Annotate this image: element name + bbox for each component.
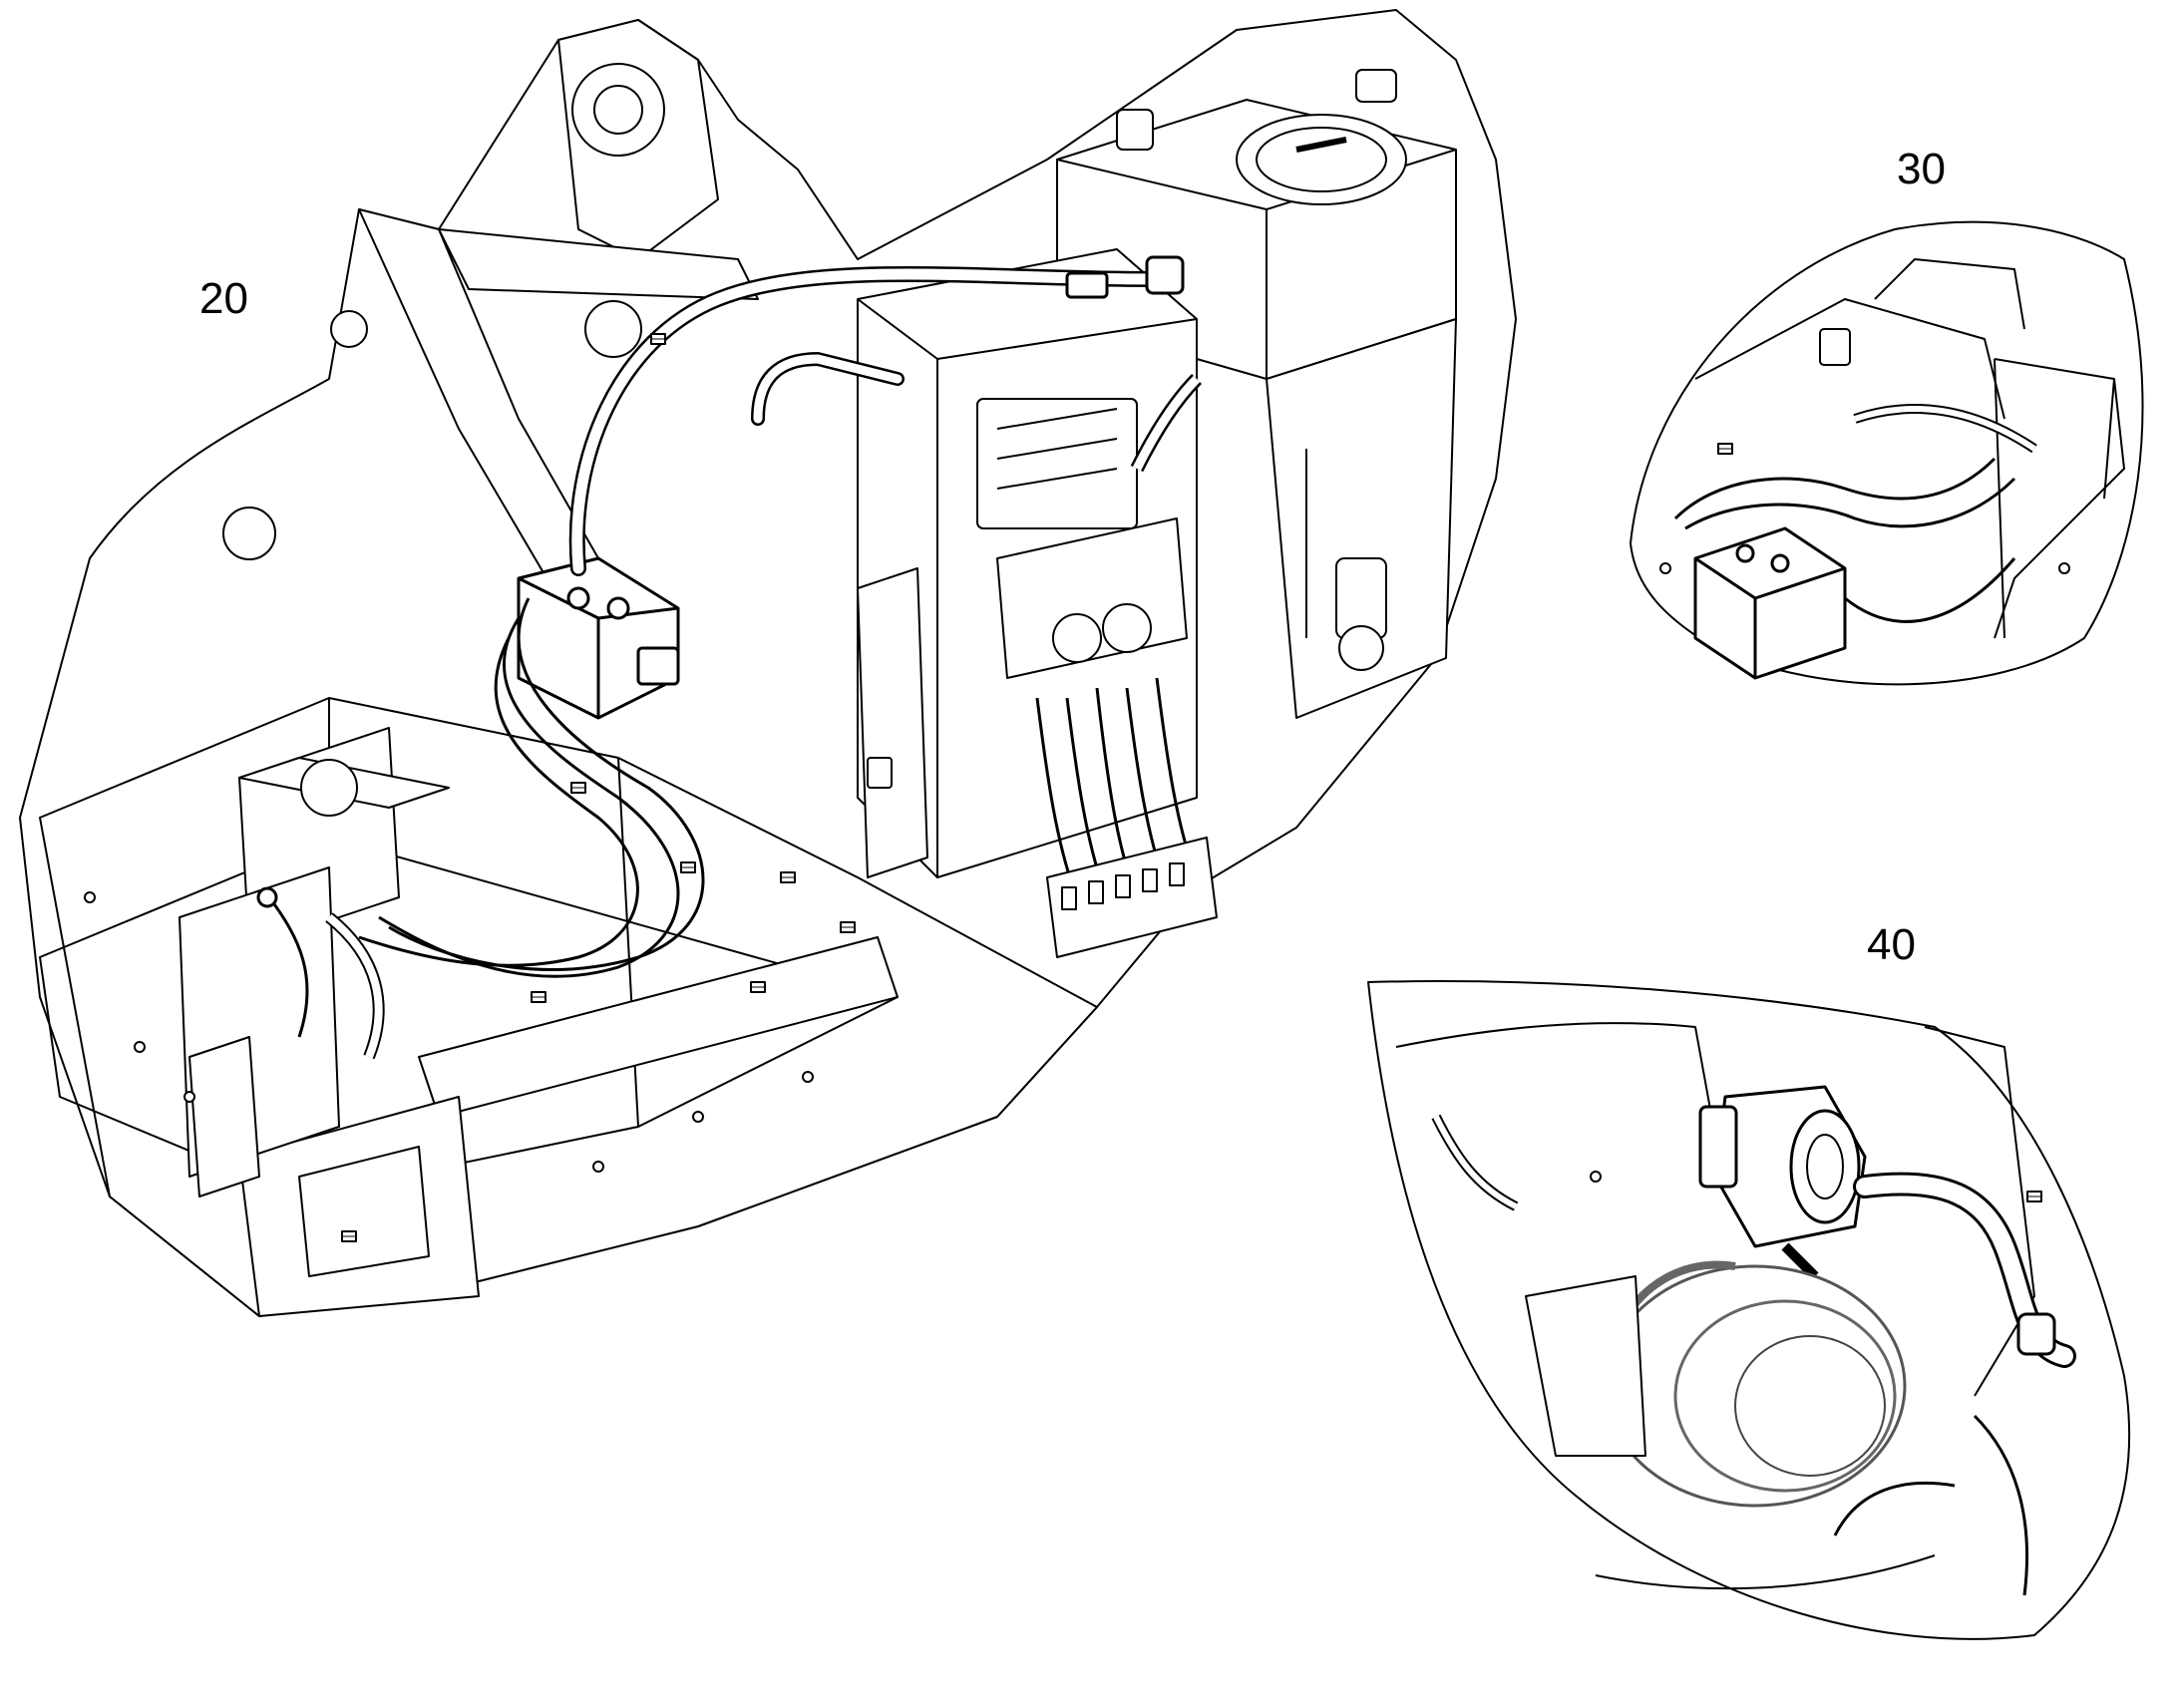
detail-40-frame <box>1924 1026 2035 1397</box>
lift-arm-rail <box>438 228 759 300</box>
callout-label-40: 40 <box>1867 920 1916 969</box>
detail-30-bracket <box>1994 358 2125 639</box>
callout-label-20: 20 <box>199 274 248 323</box>
detail-30-hoses <box>1673 457 2016 623</box>
detail-view-30 <box>1630 220 2144 686</box>
detail-40-pipes <box>1833 1414 2028 1596</box>
pilot-hose-c <box>358 637 639 967</box>
mount-plate <box>857 567 928 878</box>
tank-side-wall <box>1266 318 1457 719</box>
main-assembly-view <box>19 9 1517 1317</box>
detail-view-40 <box>1367 980 2131 1640</box>
hose-bundle <box>1035 677 1199 898</box>
cross-member <box>418 936 899 1118</box>
callout-label-30: 30 <box>1897 145 1946 193</box>
boom-pivot-inner <box>593 85 643 135</box>
detail-30-valve <box>1693 526 1847 680</box>
